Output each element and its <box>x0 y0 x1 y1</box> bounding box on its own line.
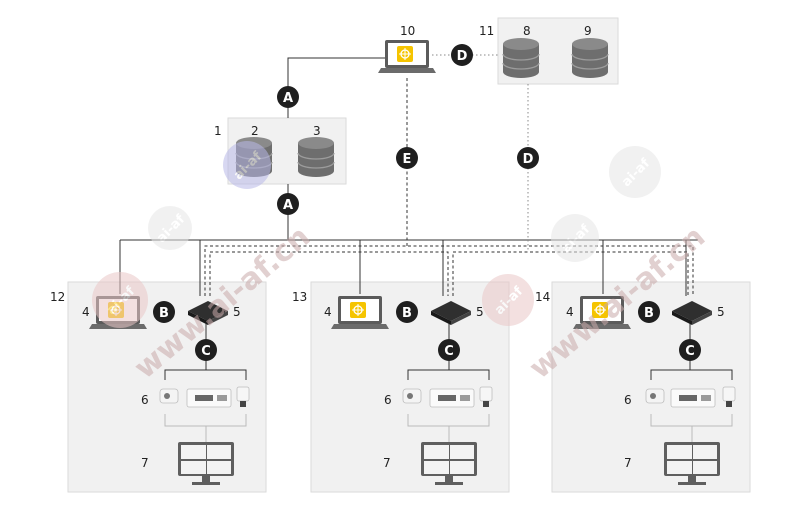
central-client-laptop-icon[interactable] <box>377 39 437 74</box>
label-10: 10 <box>400 24 415 38</box>
site-14-label-7: 7 <box>624 456 632 470</box>
site-12-badge-b: B <box>153 301 175 323</box>
badge-a-bottom: A <box>277 193 299 215</box>
label-12: 12 <box>50 290 65 304</box>
site-14-label-6: 6 <box>624 393 632 407</box>
server-database-3-icon <box>297 136 335 178</box>
site-13-badge-b: B <box>396 301 418 323</box>
label-8: 8 <box>523 24 531 38</box>
svg-text:C: C <box>201 344 211 359</box>
storage-database-8-icon <box>502 37 540 79</box>
site-13-client-laptop-icon[interactable] <box>330 295 390 330</box>
label-9: 9 <box>584 24 592 38</box>
svg-text:D: D <box>457 49 468 64</box>
site-13-box-camera-icon <box>429 388 475 408</box>
site-13-label-7: 7 <box>383 456 391 470</box>
site-14-label-5: 5 <box>717 305 725 319</box>
badge-a-top: A <box>277 86 299 108</box>
site-12-label-7: 7 <box>141 456 149 470</box>
site-13-dome-camera-icon <box>402 388 422 404</box>
storage-database-9-icon <box>571 37 609 79</box>
svg-text:E: E <box>403 152 412 167</box>
svg-text:B: B <box>644 306 654 321</box>
svg-text:B: B <box>402 306 412 321</box>
svg-text:B: B <box>159 306 169 321</box>
site-14-label-4: 4 <box>566 305 574 319</box>
light-camera-links <box>164 414 733 442</box>
site-13-badge-c: C <box>438 339 460 361</box>
site-13-label-4: 4 <box>324 305 332 319</box>
label-3: 3 <box>313 124 321 138</box>
svg-text:A: A <box>283 91 293 106</box>
site-14-dome-camera-icon <box>645 388 665 404</box>
label-14: 14 <box>535 290 550 304</box>
badge-d-top: D <box>451 44 473 66</box>
badge-e: E <box>396 147 418 169</box>
svg-text:D: D <box>523 152 534 167</box>
site-12-badge-c: C <box>195 339 217 361</box>
label-11: 11 <box>479 24 494 38</box>
site-12-label-6: 6 <box>141 393 149 407</box>
site-14-badge-b: B <box>638 301 660 323</box>
label-1: 1 <box>214 124 222 138</box>
site-13-label-5: 5 <box>476 305 484 319</box>
site-14-badge-c: C <box>679 339 701 361</box>
number-labels: 10 11 8 9 1 2 3 12 13 14 4 5 4 5 4 5 6 6… <box>50 24 725 470</box>
label-2: 2 <box>251 124 259 138</box>
site-12-label-5: 5 <box>233 305 241 319</box>
site-14-box-camera-icon <box>670 388 716 408</box>
svg-text:C: C <box>685 344 695 359</box>
badge-d-middle: D <box>517 147 539 169</box>
site-12-dome-camera-icon <box>159 388 179 404</box>
label-13: 13 <box>292 290 307 304</box>
site-12-box-camera-icon <box>186 388 232 408</box>
site-13-label-6: 6 <box>384 393 392 407</box>
svg-text:C: C <box>444 344 454 359</box>
site-12-label-4: 4 <box>82 305 90 319</box>
svg-text:A: A <box>283 198 293 213</box>
